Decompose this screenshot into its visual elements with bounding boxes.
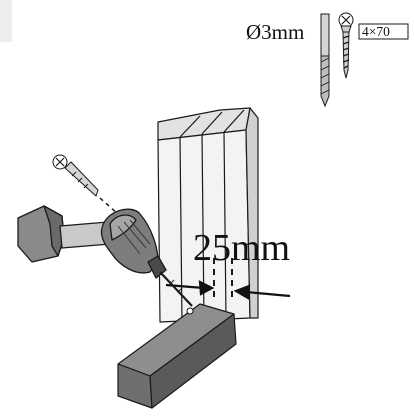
screw-size-label: 4×70 — [362, 24, 390, 39]
arrow-left-icon — [233, 284, 291, 300]
drill-bit-icon — [320, 13, 330, 108]
screw-floating — [52, 154, 99, 197]
hand-drill — [17, 205, 193, 307]
screw-icon — [338, 12, 354, 79]
base-block — [117, 303, 237, 409]
drill-size-label: Ø3mm — [246, 20, 304, 44]
wood-post — [157, 107, 259, 323]
corner-panel — [0, 0, 12, 42]
screw-size-box — [358, 23, 409, 40]
distance-label: 25mm — [193, 227, 290, 269]
hole-guides — [213, 258, 233, 300]
